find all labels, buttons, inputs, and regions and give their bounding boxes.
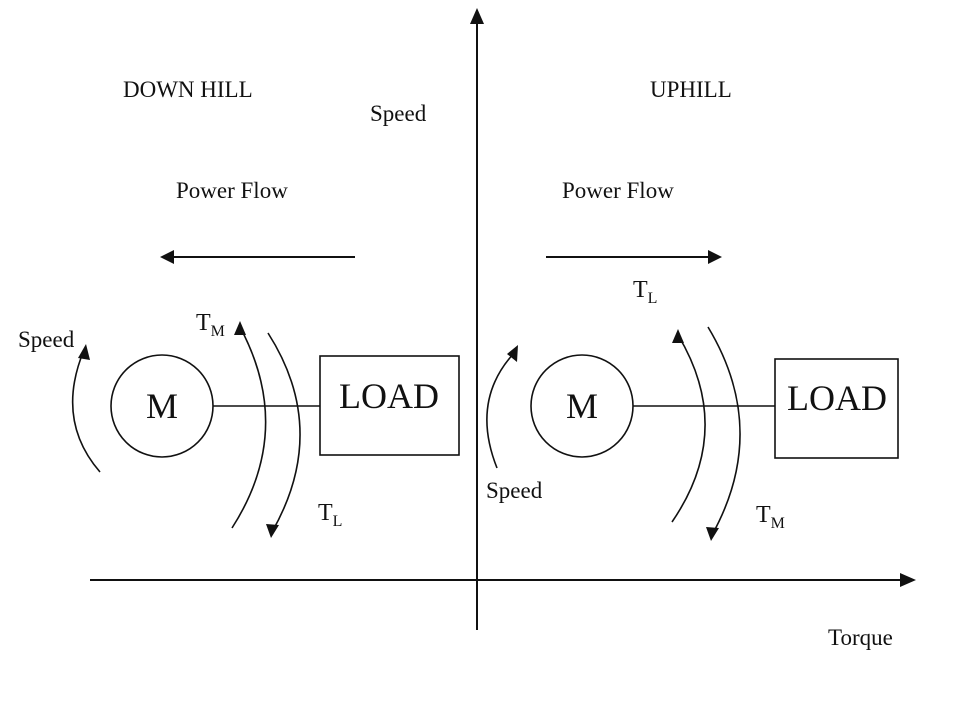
- downhill-tl-symbol: T: [318, 500, 333, 526]
- downhill-tm-arc: [231, 326, 267, 529]
- uphill-tm-symbol: T: [756, 502, 771, 528]
- downhill-speed-label: Speed: [18, 327, 75, 352]
- uphill-speed-label: Speed: [486, 478, 543, 503]
- downhill-load-label: LOAD: [339, 376, 439, 416]
- uphill-tl-label: TL: [633, 277, 657, 307]
- downhill-speed-arrow: [71, 349, 101, 473]
- uphill-tm-arc: [707, 326, 741, 536]
- downhill-tl-label: TL: [318, 500, 342, 530]
- uphill-load-box: [774, 358, 899, 459]
- uphill-tm-label: TM: [756, 502, 785, 532]
- uphill-tl-symbol: T: [633, 277, 648, 303]
- uphill-power-flow-arrowhead: [708, 250, 722, 264]
- speed-axis-label: Speed: [370, 101, 427, 126]
- uphill-speed-arrowhead: [507, 345, 518, 362]
- downhill-load-box: [319, 355, 460, 456]
- downhill-tm-subscript: M: [211, 323, 225, 340]
- uphill-quadrant: UPHILL Power Flow M LOAD Speed TL TM: [486, 77, 899, 541]
- torque-axis-label: Torque: [828, 625, 893, 650]
- uphill-power-flow-label: Power Flow: [562, 178, 674, 203]
- downhill-quadrant: DOWN HILL Power Flow M LOAD Speed TM TL: [18, 77, 460, 538]
- downhill-power-flow-arrowhead: [160, 250, 174, 264]
- downhill-tm-symbol: T: [196, 310, 211, 336]
- uphill-load-label: LOAD: [787, 378, 887, 418]
- downhill-title: DOWN HILL: [123, 77, 253, 102]
- uphill-tl-subscript: L: [648, 290, 658, 307]
- uphill-tm-subscript: M: [771, 515, 785, 532]
- speed-axis-arrowhead: [470, 8, 484, 24]
- downhill-power-flow-label: Power Flow: [176, 178, 288, 203]
- uphill-tl-arrowhead: [672, 329, 684, 343]
- uphill-tl-arc: [671, 334, 706, 523]
- downhill-speed-arrowhead: [78, 344, 90, 360]
- downhill-tl-arrowhead: [266, 524, 279, 538]
- uphill-speed-arrow: [486, 351, 516, 469]
- uphill-title: UPHILL: [650, 77, 732, 102]
- torque-axis-arrowhead: [900, 573, 916, 587]
- downhill-motor-label: M: [146, 386, 178, 426]
- uphill-tm-arrowhead: [706, 527, 719, 541]
- downhill-tl-arc: [267, 332, 301, 533]
- downhill-tl-subscript: L: [333, 513, 343, 530]
- uphill-motor-label: M: [566, 386, 598, 426]
- downhill-tm-arrowhead: [234, 321, 246, 335]
- downhill-tm-label: TM: [196, 310, 225, 340]
